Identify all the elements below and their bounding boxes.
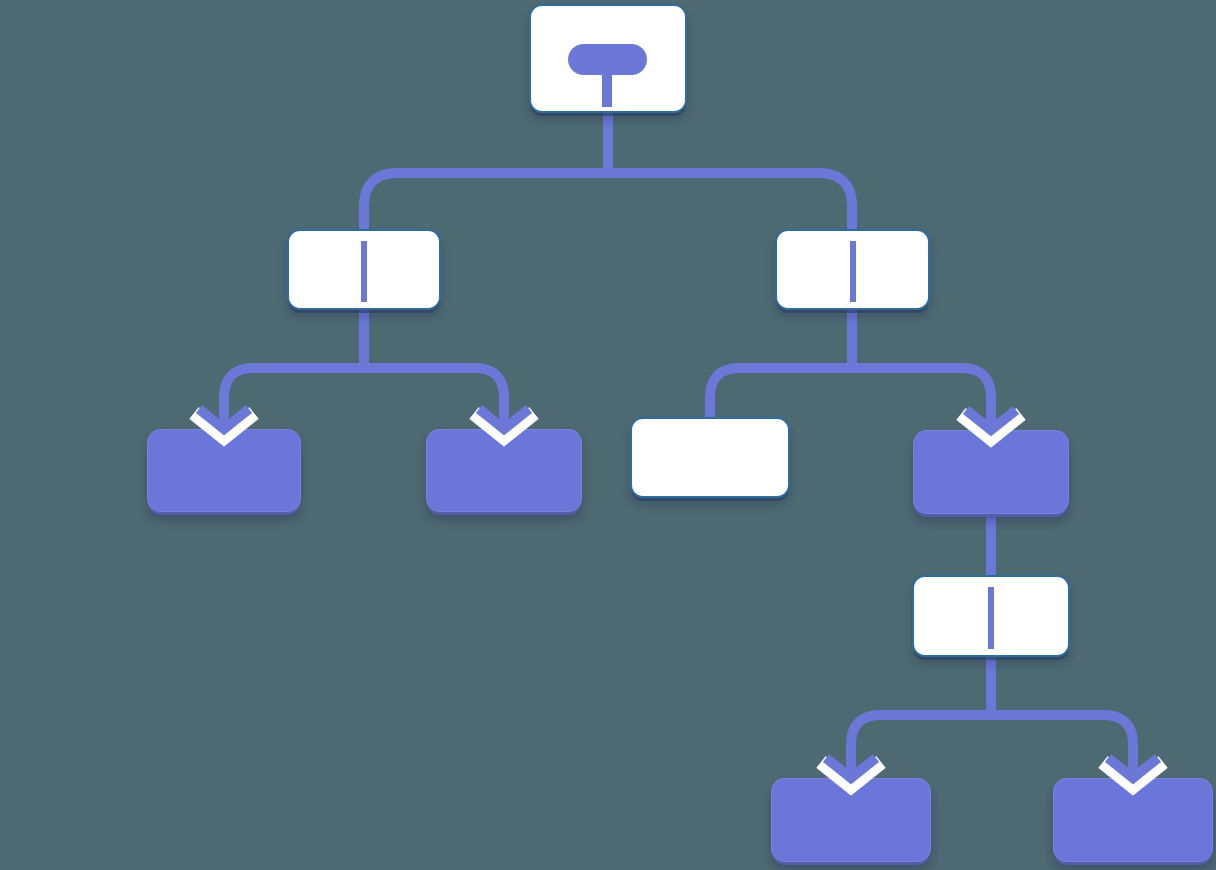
node-split-mid[interactable]	[912, 575, 1070, 657]
divider-line-icon	[988, 587, 994, 649]
arrow-down-icon	[816, 745, 886, 796]
node-split-right[interactable]	[775, 229, 930, 310]
divider-line-icon	[849, 241, 856, 302]
root-stem-icon	[602, 66, 612, 107]
edge-splitright-rail	[705, 363, 996, 422]
node-root[interactable]	[529, 4, 687, 113]
arrow-down-icon	[189, 396, 259, 447]
arrow-down-icon	[1098, 745, 1168, 796]
edge-splitmid-rail	[846, 710, 1138, 748]
arrow-down-icon	[956, 397, 1026, 448]
node-leaf-b[interactable]	[426, 396, 582, 512]
node-split-left[interactable]	[287, 229, 441, 310]
node-leaf-a[interactable]	[147, 396, 301, 512]
edge-root-rail	[359, 168, 857, 232]
arrow-down-icon	[469, 396, 539, 447]
node-leaf-d[interactable]	[913, 397, 1069, 514]
node-empty-c[interactable]	[630, 417, 790, 498]
edge-splitleft-rail	[219, 363, 509, 402]
node-leaf-f[interactable]	[1053, 745, 1213, 862]
divider-line-icon	[361, 241, 367, 302]
node-leaf-e[interactable]	[771, 745, 931, 862]
